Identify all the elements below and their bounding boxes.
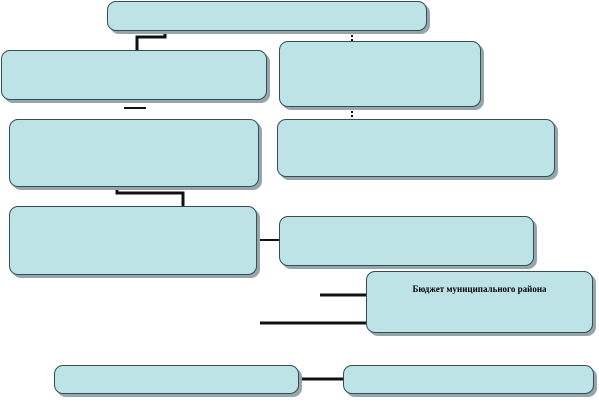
top-box <box>107 1 427 31</box>
municipal-budget-box: Бюджет муниципального района <box>366 271 593 333</box>
right-box-3 <box>279 216 534 266</box>
right-box-2 <box>277 119 555 177</box>
bottom-left-box <box>54 365 299 394</box>
left-box-3 <box>9 206 257 275</box>
left-box-2 <box>9 119 259 187</box>
right-box-1 <box>279 41 481 107</box>
connector-top-to-left <box>135 31 167 50</box>
bottom-right-box <box>343 365 594 394</box>
connector-left-2-to-3 <box>115 187 185 206</box>
left-box-1 <box>1 50 267 100</box>
municipal-budget-label: Бюджет муниципального района <box>412 284 547 294</box>
